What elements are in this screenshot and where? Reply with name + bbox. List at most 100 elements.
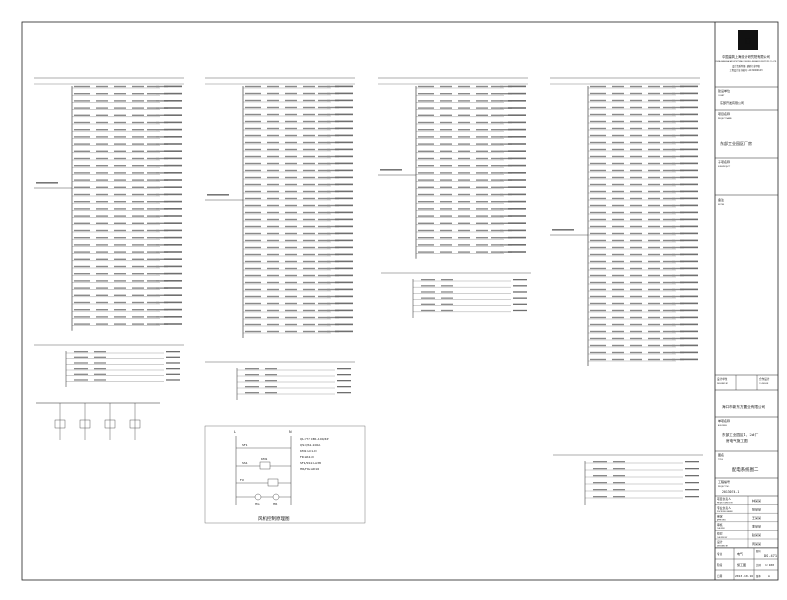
feeder-cell-text: [303, 148, 315, 151]
feeder-cell-text: [267, 267, 279, 270]
feeder-load-label: [680, 162, 698, 165]
feeder-cell-text: [147, 316, 159, 318]
feeder-cell-text: [132, 136, 144, 138]
signature-role-label: 校对: [717, 532, 723, 536]
feeder-cell-text: [303, 260, 315, 263]
feeder-cell-text: [74, 150, 90, 152]
feeder-cell-text: [491, 222, 503, 224]
notes-label-en: NOTES: [718, 204, 725, 206]
feeder-cell-text: [440, 208, 452, 210]
feeder-load-label: [680, 141, 698, 144]
feeder-cell-text: [663, 281, 675, 284]
feeder-cell-text: [630, 211, 642, 214]
sub-panel-4: [553, 454, 703, 505]
feeder-cell-text: [318, 330, 330, 333]
feeder-cell-text: [132, 93, 144, 95]
project-value: 东部工业园区厂房: [720, 140, 752, 146]
feeder-cell-text: [476, 157, 488, 160]
feeder-cell-text: [132, 237, 144, 239]
feeder-cell-text: [630, 344, 642, 347]
feeder-cell-text: [285, 295, 297, 298]
feeder-cell-text: [612, 260, 624, 263]
feeder-cell-text: [245, 246, 261, 249]
feeder-cell-text: [590, 344, 606, 347]
feeder-load-label: [164, 172, 182, 174]
feeder-cell-text: [458, 179, 470, 181]
feeder-cell-text: [267, 85, 279, 88]
feeder-cell-text: [132, 107, 144, 109]
feeder-cell-text: [303, 288, 315, 291]
feeder-cell-text: [285, 232, 297, 235]
feeder-cell-text: [418, 150, 434, 152]
feeder-cell-text: [114, 323, 126, 325]
feeder-cell-text: [285, 92, 297, 95]
owner-value: 东部开发有限公司: [720, 100, 744, 105]
owner-label-en: CLIENT: [718, 95, 725, 97]
feeder-cell-text: [303, 295, 315, 298]
design-unit-label-en: DESIGNED BY: [717, 383, 728, 385]
feeder-cell-text: [132, 316, 144, 318]
feeder-cell-text: [476, 193, 488, 196]
feeder-cell-text: [285, 302, 297, 305]
feeder-cell-text: [285, 141, 297, 144]
feeder-cell-text: [267, 197, 279, 200]
feeder-cell-text: [303, 330, 315, 333]
sub-feeder-text: [74, 356, 88, 358]
feeder-cell-text: [285, 211, 297, 214]
feeder-cell-text: [156, 215, 168, 217]
feeder-cell-text: [476, 237, 488, 239]
feeder-cell-text: [491, 186, 503, 188]
feeder-cell-text: [672, 232, 684, 235]
feeder-cell-text: [285, 134, 297, 137]
feeder-cell-text: [285, 218, 297, 221]
signature-role-label-en: APPROVED: [717, 519, 726, 522]
feeder-cell-text: [245, 302, 261, 305]
feeder-load-label: [164, 136, 182, 138]
feeder-load-label: [335, 120, 353, 123]
client-company-value: 海口市新东方置业有限公司: [722, 404, 766, 409]
feeder-cell-text: [114, 85, 126, 88]
control-label-hg: HG: [255, 502, 260, 506]
feeder-cell-text: [672, 85, 684, 88]
feeder-cell-text: [96, 265, 108, 268]
feeder-cell-text: [132, 172, 144, 174]
feeder-cell-text: [440, 237, 452, 239]
schematic-device: [79, 419, 91, 429]
feeder-cell-text: [440, 93, 452, 95]
feeder-cell-text: [630, 337, 642, 340]
feeder-cell-text: [590, 197, 606, 200]
feeder-cell-text: [96, 273, 108, 275]
feeder-load-label: [680, 267, 698, 270]
feeder-cell-text: [458, 237, 470, 239]
feeder-cell-text: [303, 309, 315, 312]
feeder-cell-text: [458, 129, 470, 131]
feeder-cell-text: [418, 129, 434, 131]
feeder-cell-text: [132, 201, 144, 203]
feeder-cell-text: [245, 330, 261, 333]
feeder-cell-text: [285, 239, 297, 242]
feeder-cell-text: [114, 215, 126, 217]
feeder-cell-text: [156, 129, 168, 131]
control-spec-line-3: KM1:LC1-D: [300, 449, 317, 453]
feeder-cell-text: [476, 129, 488, 131]
feeder-load-label: [508, 114, 526, 116]
feeder-cell-text: [74, 193, 90, 196]
feeder-cell-text: [648, 232, 660, 235]
feeder-cell-text: [147, 222, 159, 224]
sub-feeder-text: [265, 380, 277, 382]
one-line-schematic: [36, 402, 160, 440]
feeder-cell-text: [245, 134, 261, 137]
feeder-cell-text: [96, 179, 108, 181]
feeder-cell-text: [500, 172, 512, 174]
feeder-cell-text: [418, 237, 434, 239]
feeder-cell-text: [630, 281, 642, 284]
feeder-cell-text: [303, 274, 315, 277]
feeder-cell-text: [612, 197, 624, 200]
sub-feeder-load: [337, 374, 351, 376]
feeder-cell-text: [648, 225, 660, 228]
feeder-cell-text: [285, 127, 297, 130]
feeder-cell-text: [327, 120, 339, 123]
feeder-cell-text: [672, 204, 684, 207]
feeder-load-label: [680, 225, 698, 228]
feeder-cell-text: [458, 251, 470, 253]
